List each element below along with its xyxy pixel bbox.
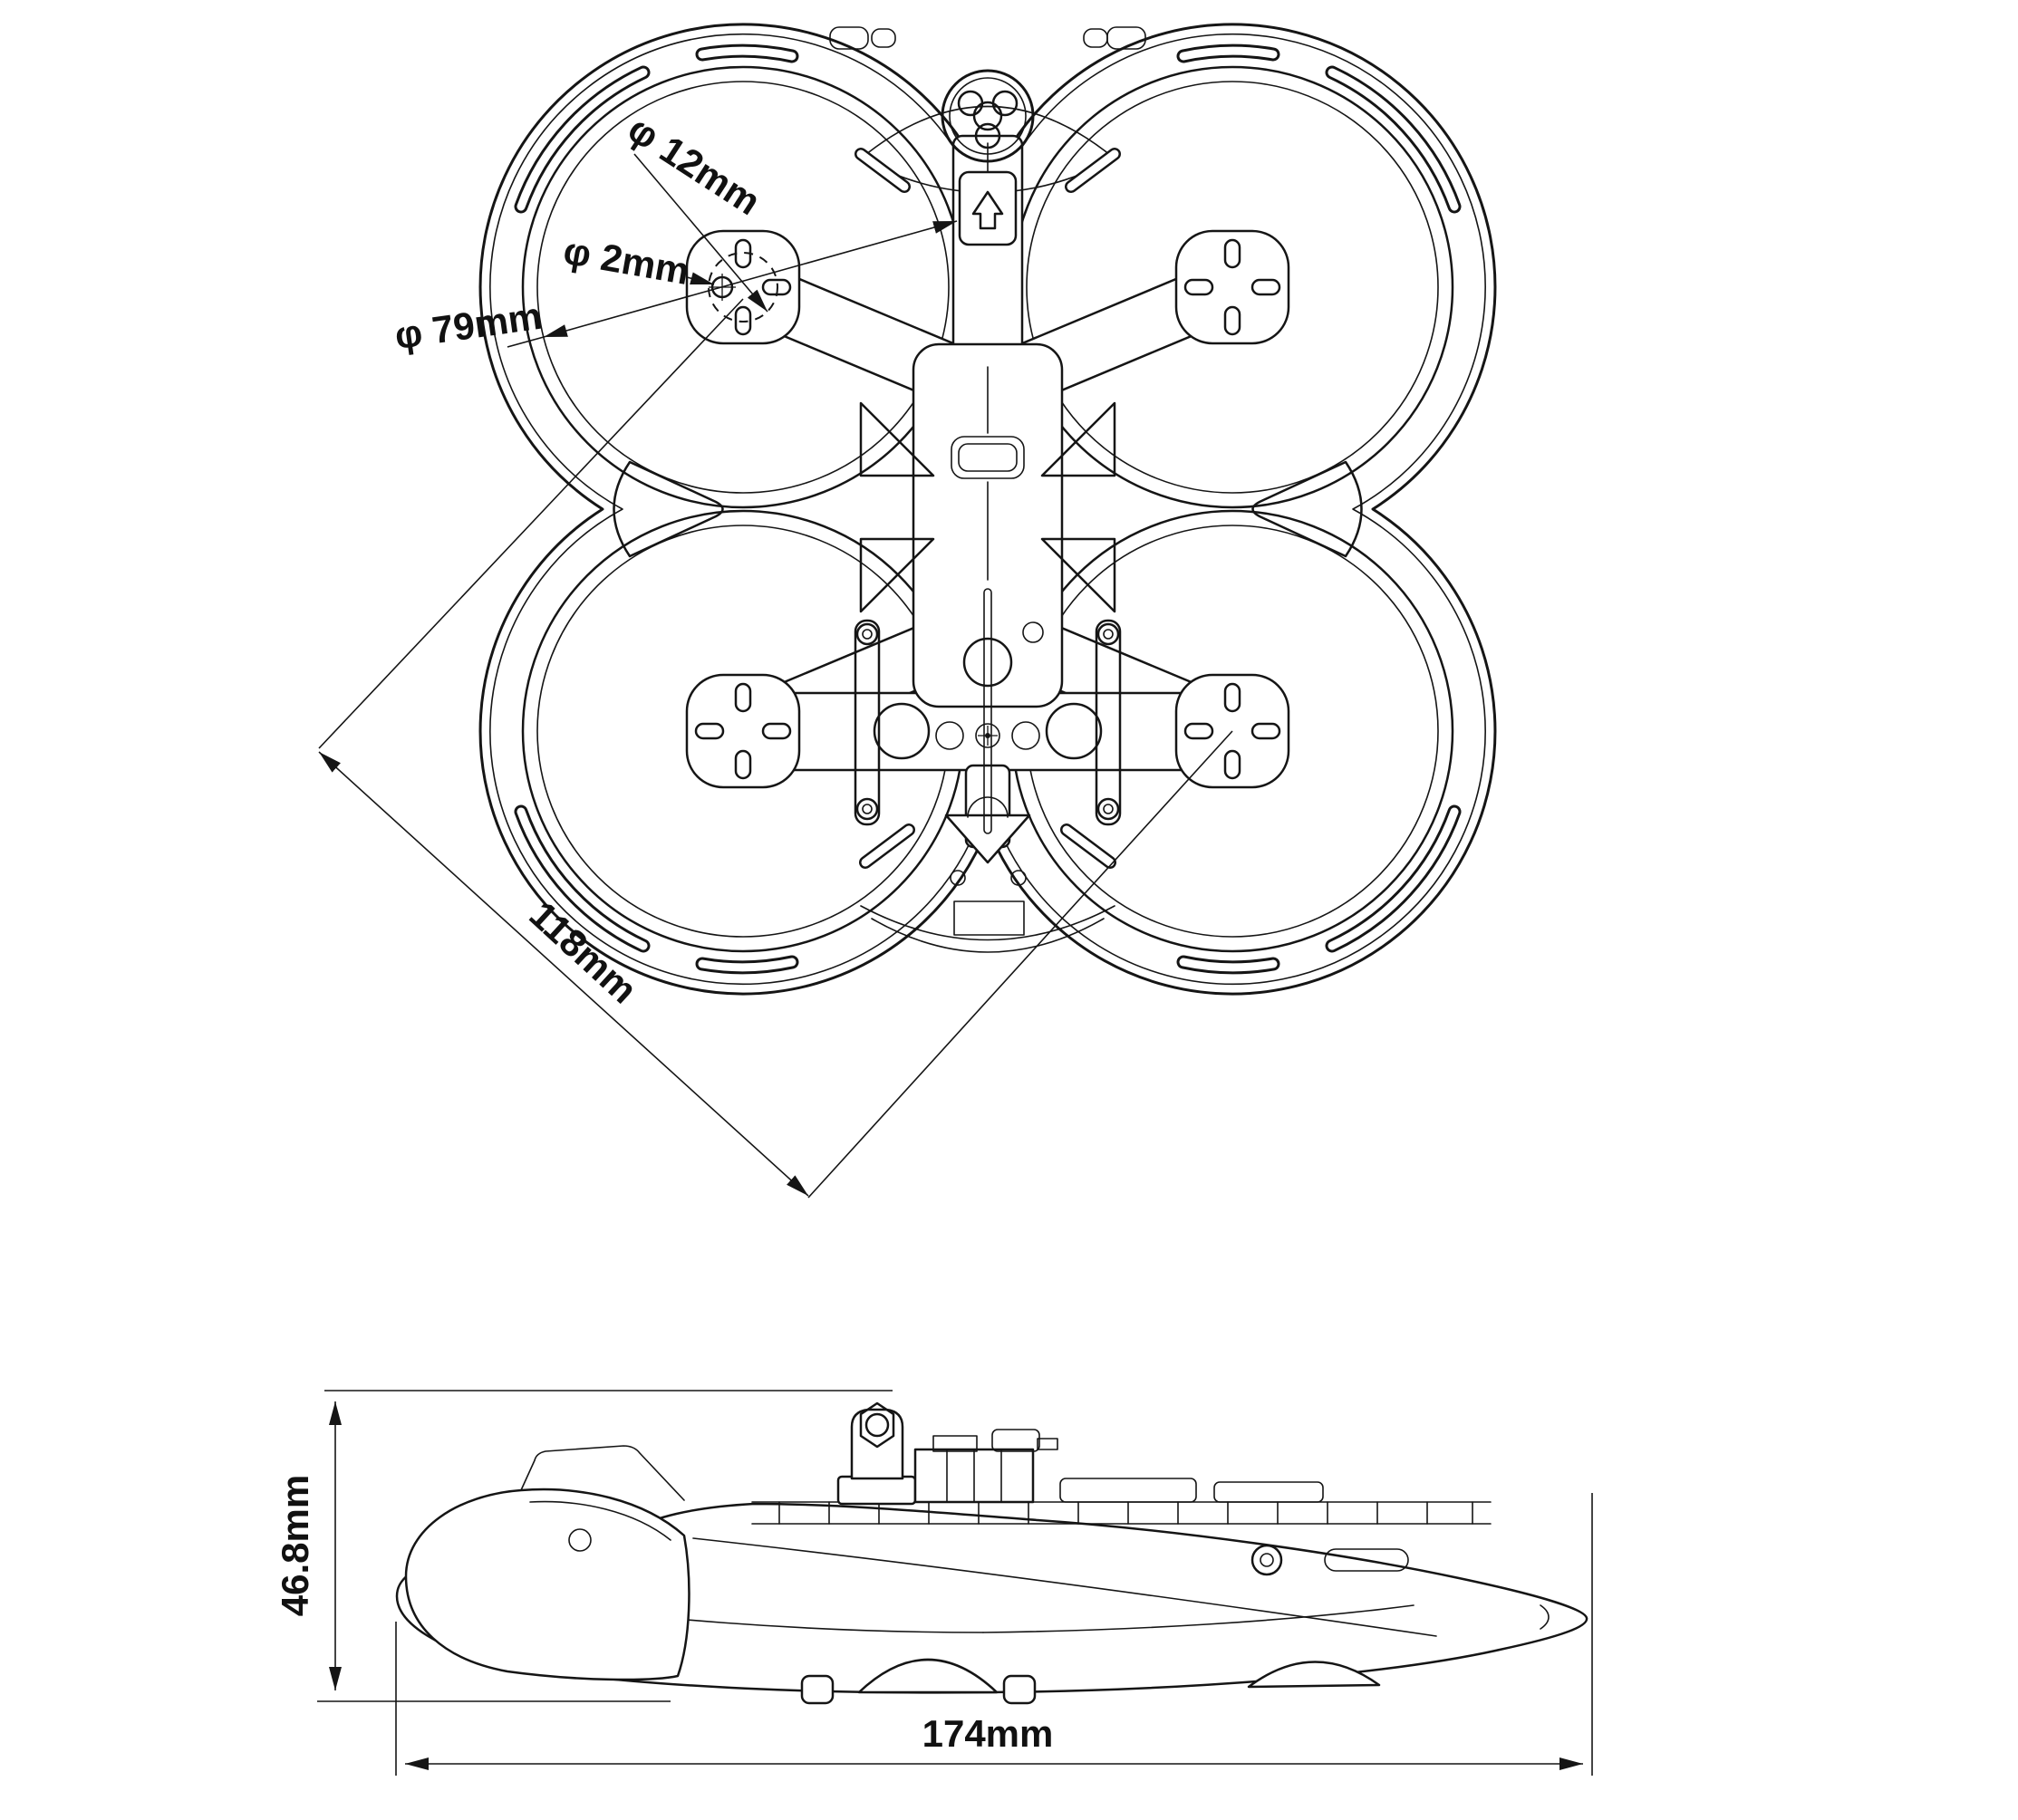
motor-mount-front-right	[1174, 229, 1290, 345]
motor-mount-rear-left	[685, 673, 801, 789]
label-height: 46.8mm	[274, 1475, 316, 1616]
dimension-length: 174mm	[395, 1493, 1593, 1776]
waist-cutouts	[613, 460, 1363, 558]
tail-fin	[860, 764, 1115, 953]
side-plates	[854, 619, 1122, 826]
label-screw-hole: φ 2mm	[560, 229, 692, 294]
deck-rail	[751, 1478, 1492, 1525]
front-duct-pod	[404, 1445, 690, 1681]
landing-skids	[800, 1658, 1381, 1705]
body-details	[951, 366, 1044, 834]
camera-plate-part	[958, 170, 1018, 246]
label-duct-diameter: φ 79mm	[392, 294, 545, 357]
top-view: φ 12mm φ 2mm φ 79mm 118mm	[318, 23, 1497, 1199]
side-view: 46.8mm 174mm	[274, 1390, 1593, 1776]
rim-vents	[855, 148, 1121, 869]
label-length: 174mm	[922, 1712, 1054, 1755]
rear-mount-holes	[873, 702, 1103, 760]
electronics-stack	[913, 1429, 1058, 1504]
tail-details	[1250, 1544, 1550, 1630]
plate-cutouts	[859, 401, 1116, 613]
dimension-height: 46.8mm	[274, 1390, 893, 1702]
rim-clips	[829, 26, 1146, 50]
camera-bracket	[836, 1401, 917, 1506]
